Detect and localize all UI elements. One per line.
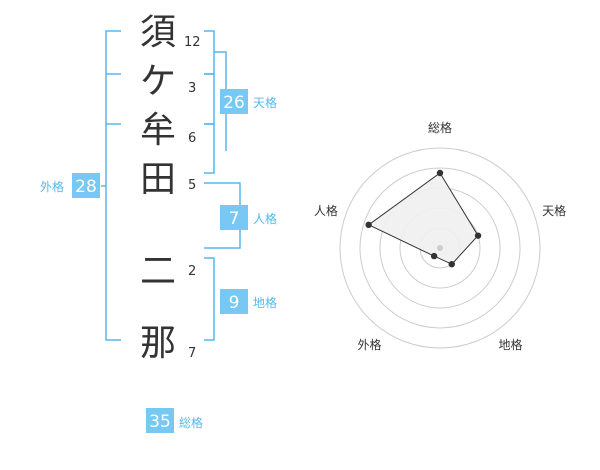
jinkaku-value: 7 (229, 209, 240, 229)
tenkaku-value: 26 (223, 93, 245, 113)
right-bracket-3 (204, 123, 215, 174)
chikaku-badge: 9 地格 (220, 289, 277, 314)
name-char-5: 二 (140, 251, 176, 292)
soukaku-value: 35 (149, 412, 171, 432)
stroke-count-3: 6 (188, 131, 196, 146)
radar-ring-2 (359, 167, 521, 329)
radar-point-2 (474, 232, 482, 239)
chikaku-label: 地格 (253, 295, 277, 310)
radar-point-4 (430, 252, 438, 260)
radar-points (365, 169, 482, 268)
soukaku-badge-box (146, 408, 174, 433)
jinkaku-badge: 7 人格 (220, 205, 277, 230)
right-bracket-2 (204, 73, 215, 125)
radar-area (367, 172, 479, 265)
name-char-2: ケ (140, 61, 176, 102)
radar-axis-label-4: 外格 (357, 337, 381, 352)
tenkaku-badge-box (220, 89, 248, 114)
stroke-counts: 12 3 6 5 2 7 (184, 35, 201, 361)
soukaku-label: 総格 (179, 415, 203, 430)
tenkaku-badge: 26 天格 (220, 89, 277, 114)
gaikaku-value: 28 (75, 177, 97, 197)
radar-axis-label-2: 天格 (542, 203, 566, 218)
name-char-3: 牟 (140, 110, 176, 151)
tenkaku-bracket (214, 51, 227, 151)
soukaku-badge: 35 総格 (146, 408, 203, 433)
name-characters: 須 ケ 牟 田 二 那 (140, 12, 176, 364)
chikaku-bracket (204, 257, 215, 341)
radar-point-5 (365, 221, 372, 229)
gaikaku-badge: 外格 28 (40, 173, 100, 198)
name-char-4: 田 (140, 159, 176, 200)
radar-axis-label-3: 地格 (498, 337, 522, 352)
stroke-count-5: 2 (188, 264, 196, 279)
chikaku-badge-box (220, 289, 248, 314)
name-char-1: 須 (140, 12, 176, 53)
radar-axis-label-5: 人格 (314, 203, 338, 218)
tenkaku-label: 天格 (253, 95, 277, 110)
stroke-count-6: 7 (188, 346, 196, 361)
stroke-count-2: 3 (188, 81, 196, 96)
stroke-count-1: 12 (184, 35, 201, 50)
radar-point-1 (436, 169, 444, 177)
gaikaku-label: 外格 (40, 179, 64, 194)
chikaku-value: 9 (229, 293, 240, 313)
jinkaku-label: 人格 (253, 211, 277, 226)
gaikaku-bracket (105, 30, 121, 341)
radar-point-3 (448, 260, 455, 268)
stroke-count-4: 5 (188, 178, 196, 193)
jinkaku-badge-box (220, 205, 248, 230)
radar-center-dot (437, 245, 443, 251)
right-bracket-1 (204, 30, 215, 75)
radar-ring-1 (339, 147, 541, 349)
radar-axis-label-1: 総格 (428, 120, 452, 135)
gaikaku-badge-box (72, 173, 100, 198)
name-char-6: 那 (140, 323, 176, 364)
